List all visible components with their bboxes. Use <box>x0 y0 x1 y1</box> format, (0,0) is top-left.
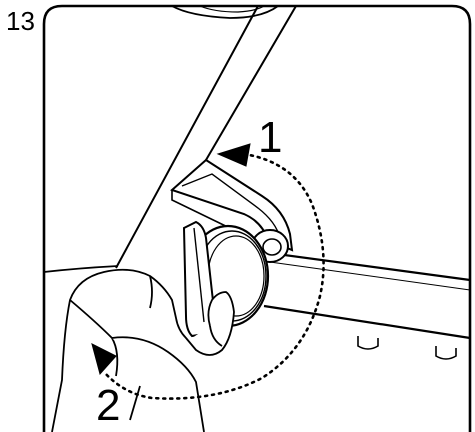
diagonal-post-right-edge <box>205 5 297 161</box>
callout-1: 1 <box>258 113 282 162</box>
diagonal-post-left-edge <box>115 5 259 269</box>
callout-2: 2 <box>96 381 120 430</box>
arrowhead-upper <box>216 143 251 167</box>
bar-foot-2 <box>435 346 457 360</box>
knob-grip-ridge <box>193 227 205 323</box>
horizontal-bar-highlight <box>269 261 471 291</box>
bracket-block <box>170 158 294 252</box>
bar-end-cap-inner <box>262 238 282 256</box>
dotted-curved-arrow-icon <box>91 143 325 400</box>
illustration-frame <box>42 4 472 432</box>
upper-frame-edge <box>171 5 279 19</box>
horizontal-bar-bottom <box>263 304 471 340</box>
bar-foot-1 <box>357 336 379 350</box>
step-number: 13 <box>6 6 35 36</box>
arrowhead-lower <box>91 343 117 376</box>
base-edge <box>43 265 119 273</box>
upper-frame-edge-inner <box>199 5 265 13</box>
horizontal-bar-top <box>261 250 471 282</box>
bracket-side <box>171 190 239 233</box>
